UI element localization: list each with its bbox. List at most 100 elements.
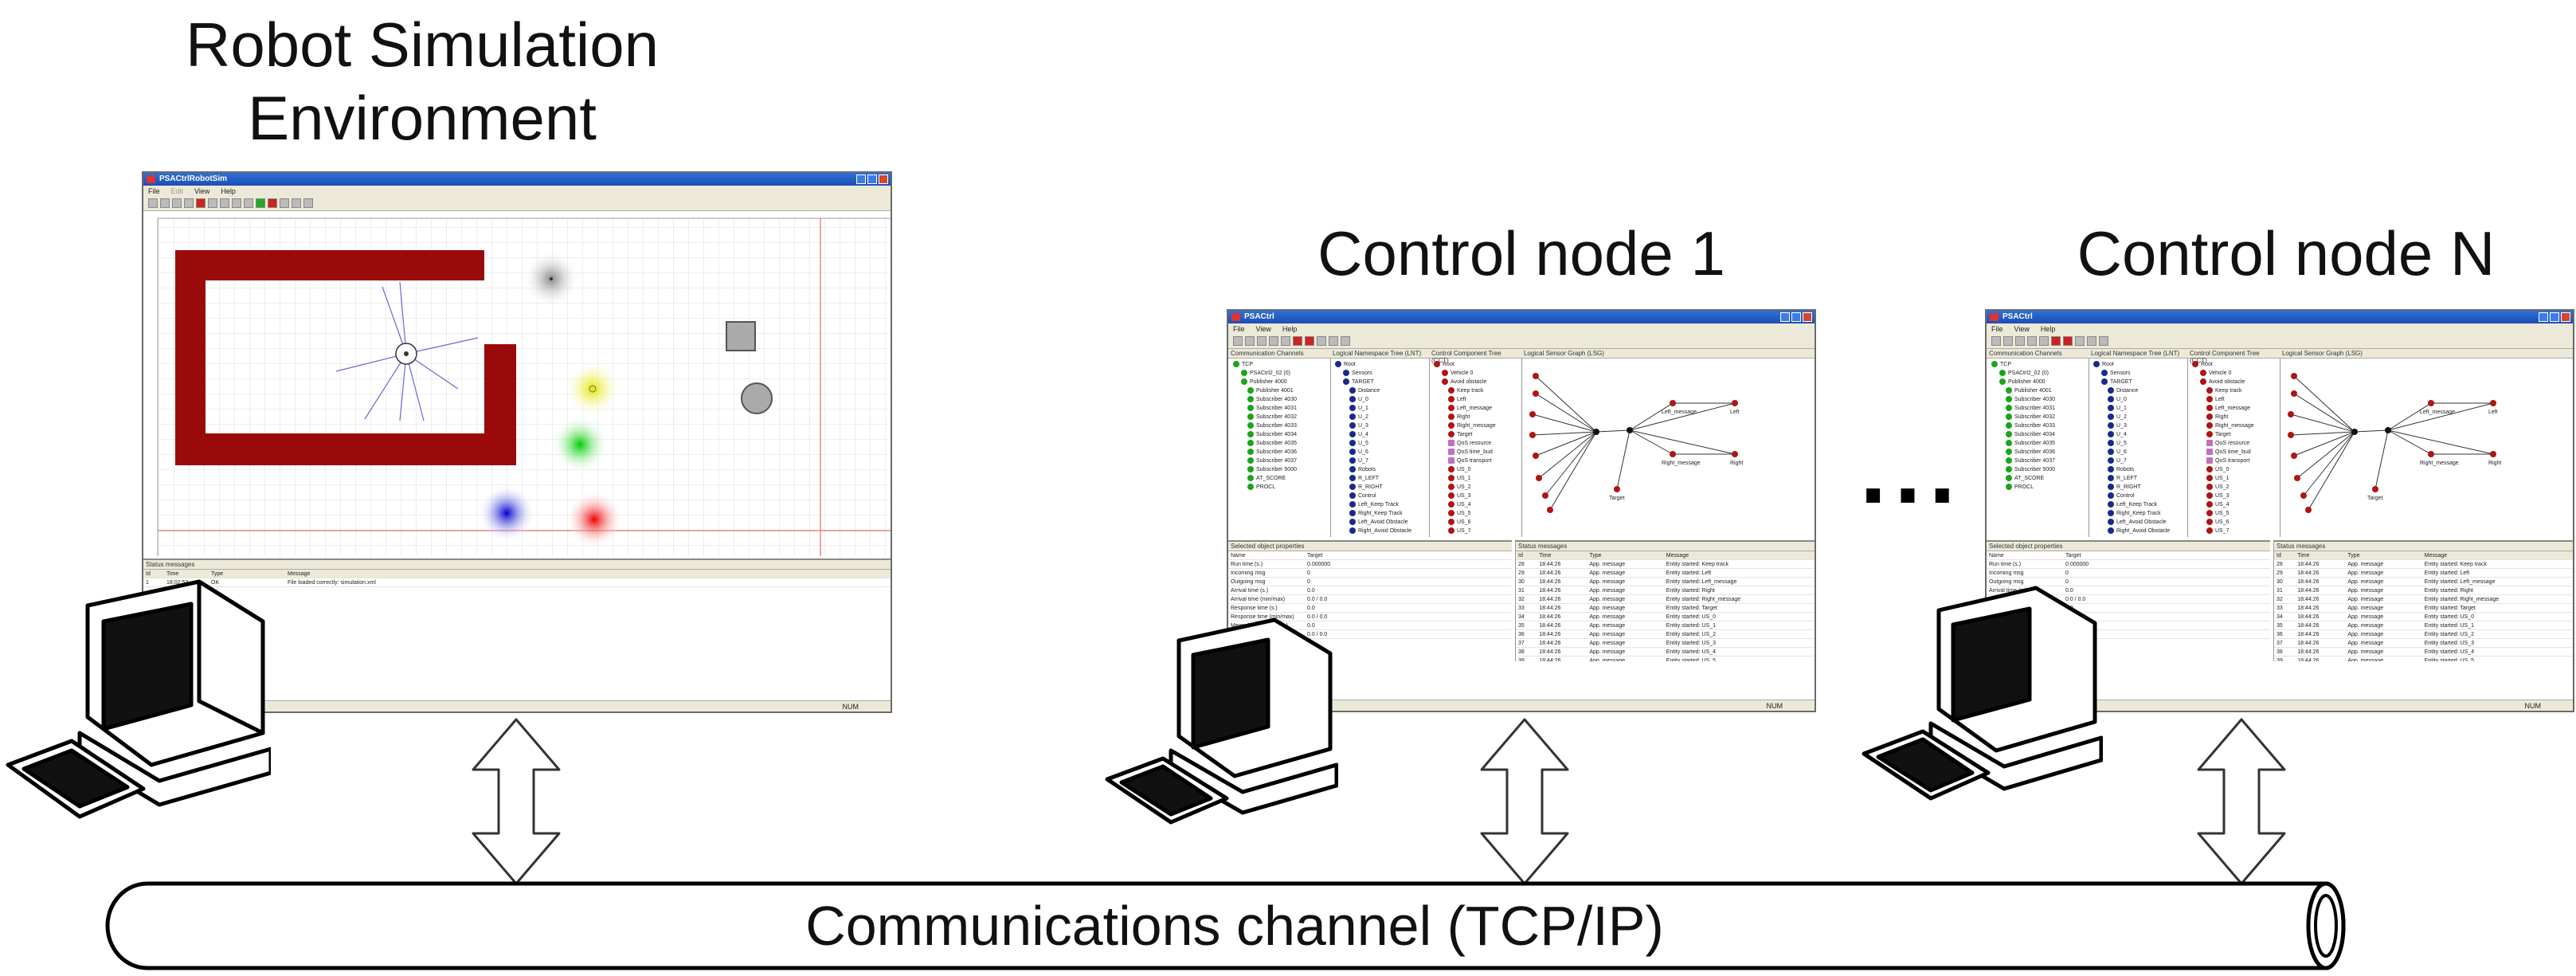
light-red[interactable] xyxy=(566,491,623,548)
tree-item[interactable]: U_1 xyxy=(2093,404,2187,413)
stop-icon[interactable] xyxy=(1305,336,1314,346)
tree-item[interactable]: Left_Keep Track xyxy=(2093,500,2187,509)
tree-item[interactable]: Subscriber 5000 xyxy=(1991,465,2089,474)
tree-item[interactable]: Subscriber 4030 xyxy=(1233,395,1330,404)
tree-item[interactable]: Subscriber 5000 xyxy=(1233,465,1330,474)
tree-item[interactable]: Publisher 4001 xyxy=(1233,386,1330,395)
tree-item[interactable]: Sensors xyxy=(1335,369,1429,378)
tree-item[interactable]: Right xyxy=(1434,413,1521,421)
status-column-header[interactable]: Id xyxy=(1516,551,1537,560)
tree-item[interactable]: Vehicle 0 xyxy=(1434,369,1521,378)
menu-help[interactable]: Help xyxy=(221,187,236,195)
tree-item[interactable]: R_RIGHT xyxy=(2093,483,2187,492)
save-icon[interactable] xyxy=(2015,336,2025,346)
tree-item[interactable]: Subscriber 4036 xyxy=(1991,448,2089,457)
new-icon[interactable] xyxy=(1233,336,1243,346)
tree-item[interactable]: R_LEFT xyxy=(2093,474,2187,483)
tree-item[interactable]: Subscriber 4032 xyxy=(1233,413,1330,421)
tree-item[interactable]: Right_Keep Track xyxy=(1335,509,1429,518)
light-blue[interactable] xyxy=(478,484,535,542)
close-icon[interactable] xyxy=(1803,312,1812,322)
col-id[interactable]: Id xyxy=(143,570,164,578)
help-icon[interactable] xyxy=(2099,336,2108,346)
tree-item[interactable]: U_5 xyxy=(2093,439,2187,448)
tree-item[interactable]: TCP xyxy=(1233,360,1330,369)
tree-item[interactable]: Root xyxy=(1434,360,1521,369)
menu-file[interactable]: File xyxy=(148,187,160,195)
window-titlebar[interactable]: PSACtrlRobotSim xyxy=(143,173,891,186)
tree-item[interactable]: U_7 xyxy=(2093,457,2187,465)
light-grey[interactable] xyxy=(523,250,580,308)
tree-item[interactable]: U_6 xyxy=(1335,448,1429,457)
obstacle-circle[interactable] xyxy=(741,382,773,414)
grid-icon[interactable] xyxy=(292,198,301,208)
help-icon[interactable] xyxy=(1341,336,1350,346)
connect-icon[interactable] xyxy=(1329,336,1338,346)
tree-item[interactable]: Keep track xyxy=(1434,386,1521,395)
tree-item[interactable]: Keep track xyxy=(2192,386,2280,395)
info-icon[interactable] xyxy=(303,198,313,208)
tree-item[interactable]: U_0 xyxy=(2093,395,2187,404)
sensor-graph[interactable] xyxy=(2280,359,2573,534)
tree-item[interactable]: Sensors xyxy=(2093,369,2187,378)
close-icon[interactable] xyxy=(2561,312,2570,322)
zoom-icon[interactable] xyxy=(244,198,253,208)
col-time[interactable]: Time xyxy=(164,570,209,578)
tree-item[interactable]: Subscriber 4035 xyxy=(1233,439,1330,448)
light-green[interactable] xyxy=(551,416,609,473)
tree-item[interactable]: U_5 xyxy=(1335,439,1429,448)
robot-icon[interactable] xyxy=(256,198,265,208)
sensor-graph[interactable] xyxy=(1521,359,1815,534)
menu-item[interactable]: File xyxy=(1991,325,2003,333)
tree-item[interactable]: Root xyxy=(1335,360,1429,369)
tree-item[interactable]: Root xyxy=(2192,360,2280,369)
tree-item[interactable]: Right_Avoid Obstacle xyxy=(2093,527,2187,535)
tree-item[interactable]: Left xyxy=(2192,395,2280,404)
tree-item[interactable]: Subscriber 4030 xyxy=(1991,395,2089,404)
tree-item[interactable]: Subscriber 4037 xyxy=(1991,457,2089,465)
tree-item[interactable]: Control xyxy=(1335,492,1429,500)
tree-item[interactable]: U_3 xyxy=(2093,421,2187,430)
tree-item[interactable]: Robots xyxy=(1335,465,1429,474)
tree-item[interactable]: QoS resource xyxy=(2192,439,2280,448)
obstacle-square[interactable] xyxy=(726,321,756,351)
tree-item[interactable]: U_3 xyxy=(1335,421,1429,430)
tree-item[interactable]: Robots xyxy=(2093,465,2187,474)
tree-item[interactable]: US_7 xyxy=(1434,527,1521,535)
select-icon[interactable] xyxy=(208,198,217,208)
run-icon[interactable] xyxy=(2051,336,2061,346)
light-yellow[interactable] xyxy=(564,360,621,417)
tree-item[interactable]: Subscriber 4036 xyxy=(1233,448,1330,457)
new-icon[interactable] xyxy=(148,198,158,208)
tree-item[interactable]: US_6 xyxy=(1434,518,1521,527)
tree-item[interactable]: U_2 xyxy=(2093,413,2187,421)
tree-item[interactable]: Subscriber 4034 xyxy=(1233,430,1330,439)
maximize-icon[interactable] xyxy=(2550,312,2559,322)
new-icon[interactable] xyxy=(1991,336,2001,346)
menu-edit[interactable]: Edit xyxy=(170,187,184,195)
tree-item[interactable]: Left_Avoid Obstacle xyxy=(1335,518,1429,527)
save-as-icon[interactable] xyxy=(2027,336,2037,346)
menu-item[interactable]: View xyxy=(1255,325,1271,333)
tree-item[interactable]: AT_SCORE xyxy=(1991,474,2089,483)
minimize-icon[interactable] xyxy=(1780,312,1790,322)
tree-item[interactable]: US_0 xyxy=(2192,465,2280,474)
tree-item[interactable]: Left_message xyxy=(1434,404,1521,413)
tree-item[interactable]: US_1 xyxy=(2192,474,2280,483)
tree-item[interactable]: US_5 xyxy=(2192,509,2280,518)
tree-item[interactable]: U_0 xyxy=(1335,395,1429,404)
obstacle-icon[interactable] xyxy=(268,198,277,208)
tree-item[interactable]: U_4 xyxy=(1335,430,1429,439)
tree-item[interactable]: Control xyxy=(2093,492,2187,500)
